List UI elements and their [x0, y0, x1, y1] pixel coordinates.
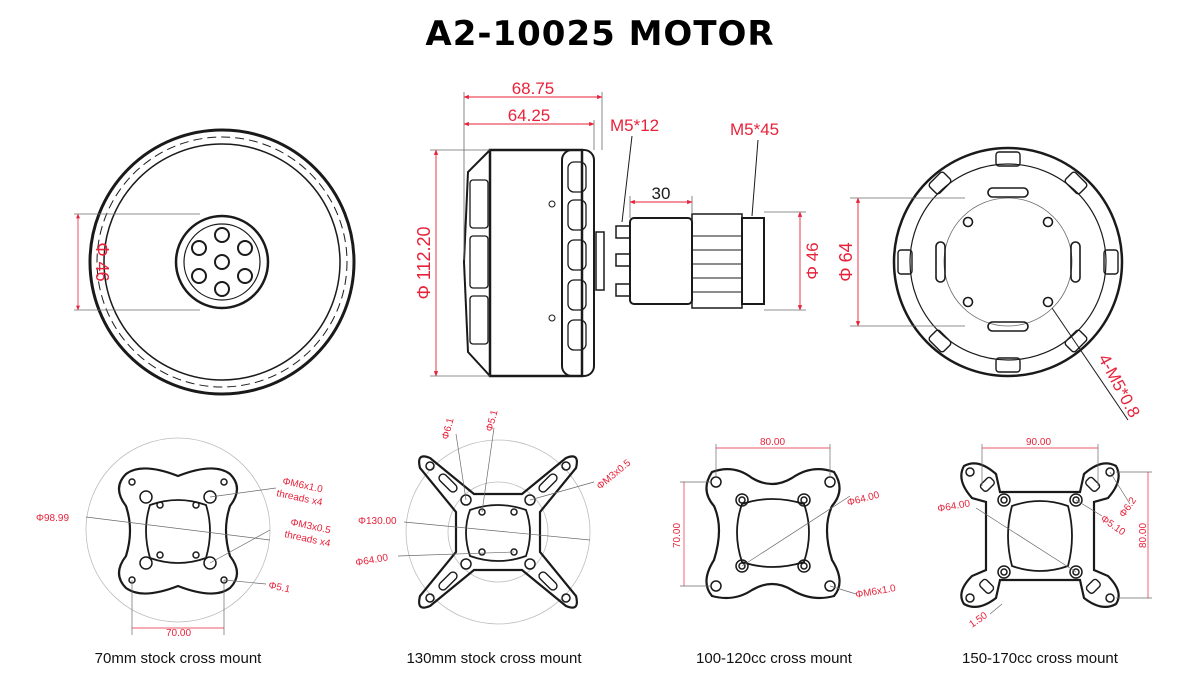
side-rear-cap — [561, 149, 595, 377]
front-hub-outer — [174, 214, 270, 310]
mount-caption-150-170cc: 150-170cc cross mount — [962, 650, 1118, 667]
mount-70-dim-lines — [85, 487, 277, 635]
leader-m5x45 — [751, 139, 759, 217]
screw-m5x12-label: M5*12 — [610, 116, 659, 135]
front-hub-inner — [183, 223, 261, 301]
mount-70-dim-5: Φ5.1 — [267, 580, 291, 595]
side-screw-hole-bottom — [548, 314, 556, 322]
mount-70-plate — [117, 467, 239, 595]
front-diameter-dimension — [74, 213, 200, 311]
mount-caption-100-120cc: 100-120cc cross mount — [696, 650, 852, 667]
mount-130-inner-circle — [447, 481, 549, 583]
front-outer-ring — [88, 128, 356, 396]
mount-100-dim-2: 70.00 — [672, 523, 683, 548]
mount-150-170cc: 90.00 Φ64.00 Φ6.2 Φ5.10 80.00 1.50 — [937, 437, 1152, 630]
mount-100-holes — [710, 476, 836, 592]
rear-thread-leader — [1051, 307, 1129, 421]
dim-shaft-length: 30 — [652, 184, 671, 203]
rear-bolt-circle — [943, 197, 1073, 327]
mount-130-dim-2: ΦM3x0.5 — [595, 457, 634, 492]
rear-outer-ring — [892, 146, 1124, 378]
side-shaft-adapter — [629, 217, 693, 305]
mount-100-120cc: 80.00 Φ64.00 70.00 ΦM6x1.0 — [672, 437, 897, 601]
rear-arc-slots — [935, 187, 1081, 332]
mount-70-dim-6: 70.00 — [166, 628, 191, 639]
dim-overall-length: 68.75 — [512, 79, 555, 98]
mount-130-holes — [425, 461, 571, 603]
front-inner-ring — [103, 143, 341, 381]
rear-thread-callout: 4-M5*0.8 — [1094, 351, 1143, 421]
dim-body-length: 64.25 — [508, 106, 551, 125]
leader-m5x12 — [621, 135, 633, 223]
front-view: Φ 46 — [74, 128, 356, 396]
mount-130-bolt-circle — [405, 439, 591, 625]
mount-70mm: Φ98.99 ΦM6x1.0 threads x4 ΦM3x0.5 thread… — [36, 437, 332, 639]
mount-130-center-cutout — [465, 504, 531, 562]
mount-150-dim-4: 80.00 — [1138, 523, 1149, 548]
side-bolt-stubs — [615, 225, 631, 297]
side-front-bell — [462, 149, 491, 377]
rear-diameter-label: Φ 64 — [836, 242, 856, 281]
mount-150-dim-0: 90.00 — [1026, 437, 1051, 448]
rear-vent-ring — [909, 163, 1107, 361]
mount-150-slots — [979, 476, 1101, 594]
mount-130-dim-1: Φ5.1 — [484, 408, 500, 432]
mount-caption-70mm: 70mm stock cross mount — [94, 650, 262, 667]
front-bolt-holes — [191, 227, 253, 297]
side-adapter-ribs — [692, 235, 742, 293]
mount-150-holes — [965, 467, 1115, 603]
mount-150-dim-1: Φ64.00 — [937, 498, 972, 515]
side-nut-plate — [741, 217, 765, 305]
mount-100-dim-0: 80.00 — [760, 437, 785, 448]
mount-100-dim-1: Φ64.00 — [846, 490, 881, 509]
mount-130-plate — [418, 455, 578, 609]
side-front-fins — [469, 179, 489, 345]
mount-150-dim-2: Φ6.2 — [1117, 495, 1139, 520]
mount-100-plate — [705, 467, 841, 600]
rear-vent-slots — [897, 151, 1119, 373]
mount-70-holes — [128, 478, 228, 584]
mount-100-dim-lines — [680, 444, 857, 595]
side-rear-vents — [567, 161, 587, 351]
mount-70-dim-0: Φ98.99 — [36, 513, 69, 524]
front-shaft — [214, 254, 230, 270]
side-motor-body — [488, 148, 584, 378]
drawing-title: A2-10025 MOTOR — [425, 14, 775, 54]
mount-150-dim-5: 1.50 — [967, 610, 990, 630]
mount-130-slots — [438, 473, 558, 591]
dim-body-diameter: Φ 112.20 — [414, 226, 434, 299]
mount-70-bolt-circle — [85, 437, 271, 623]
mount-150-center-cutout — [1007, 500, 1073, 572]
mount-caption-130mm: 130mm stock cross mount — [406, 650, 582, 667]
side-screw-hole-top — [548, 200, 556, 208]
rear-bolt-holes — [962, 216, 1054, 308]
mount-130-dim-4: Φ64.00 — [355, 552, 390, 569]
mount-150-plate — [960, 462, 1120, 609]
mount-130-dim-0: Φ6.1 — [440, 416, 456, 440]
mount-130-dim-3: Φ130.00 — [358, 516, 397, 527]
screw-m5x45-label: M5*45 — [730, 120, 779, 139]
side-view: 68.75 64.25 Φ 112.20 30 Φ 46 M5*12 M5*45 — [414, 79, 822, 378]
rear-view: Φ 64 4-M5*0.8 — [836, 146, 1144, 421]
mount-150-dim-lines — [975, 444, 1152, 615]
front-diameter-label: Φ 46 — [92, 242, 112, 281]
mount-100-center-cutout — [736, 498, 810, 568]
mount-130-dim-lines — [397, 427, 595, 557]
side-adapter-flange — [691, 213, 743, 309]
mount-100-dim-3: ΦM6x1.0 — [855, 583, 897, 601]
side-shaft-spacer — [595, 231, 605, 291]
dim-shaft-diameter: Φ 46 — [803, 242, 822, 279]
front-slot-ring — [96, 136, 348, 388]
mount-130mm: Φ6.1 Φ5.1 ΦM3x0.5 Φ130.00 Φ64.00 — [355, 408, 634, 625]
